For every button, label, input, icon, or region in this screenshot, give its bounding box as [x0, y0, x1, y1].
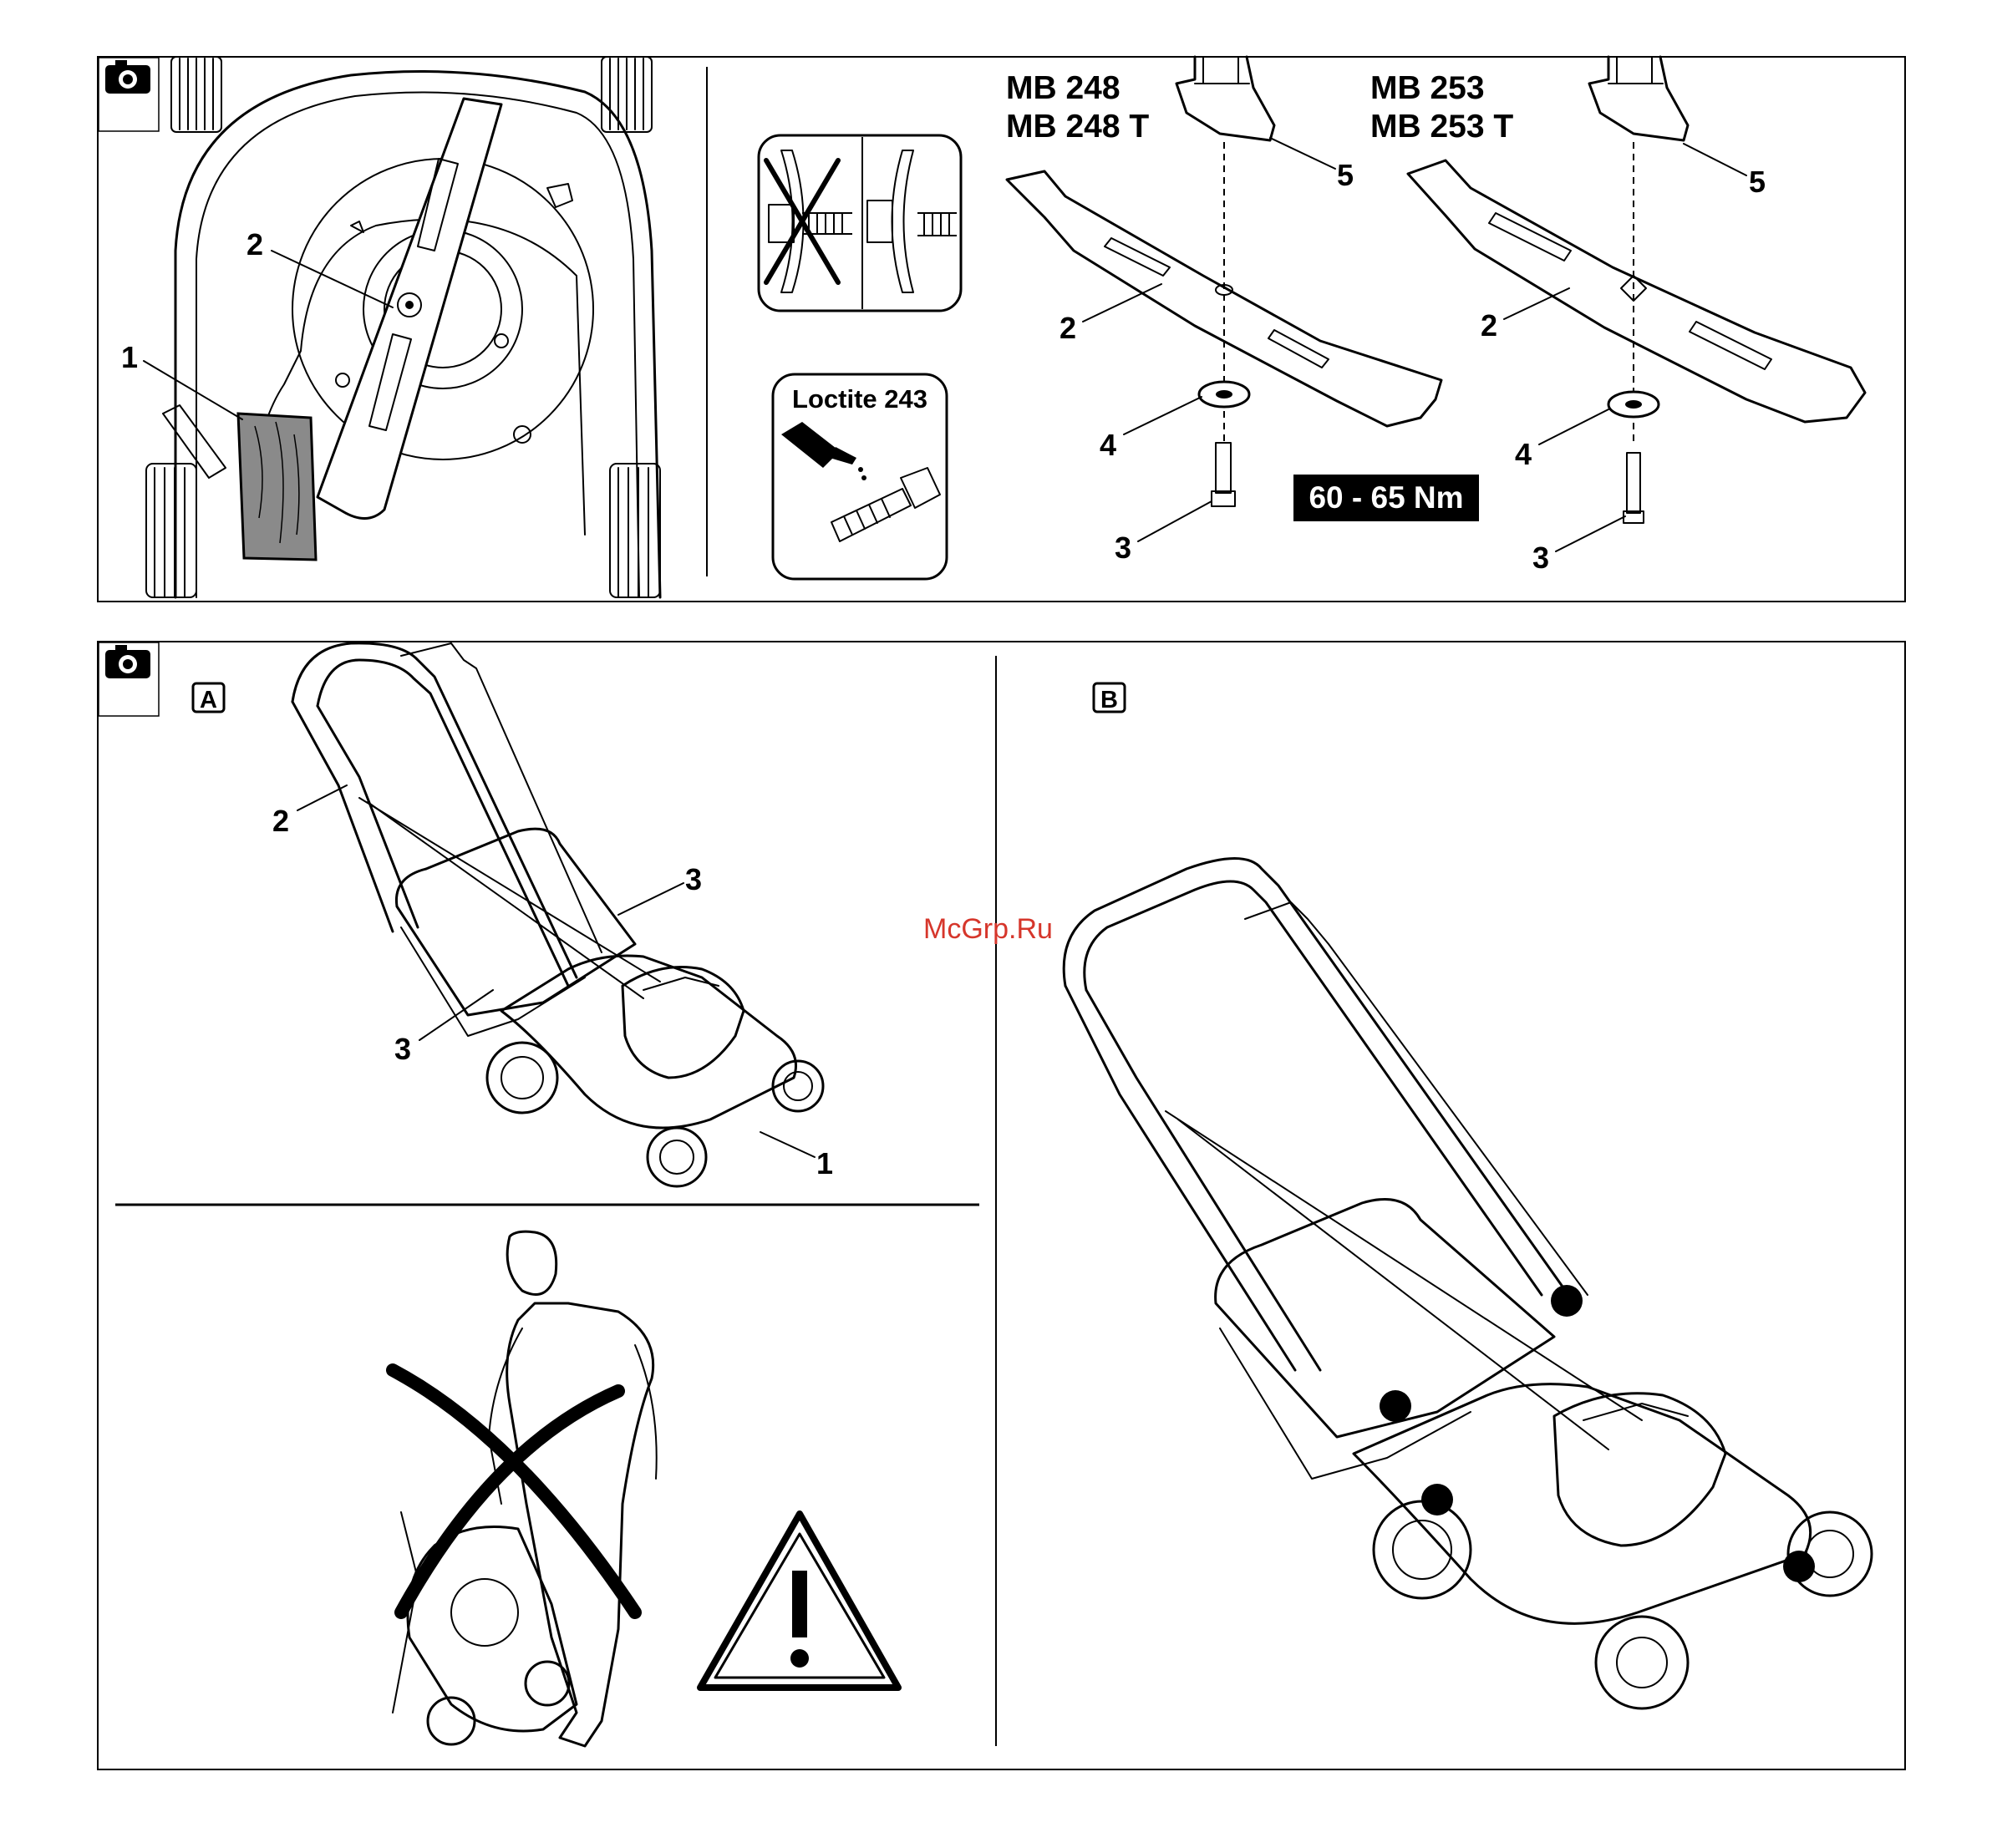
- svg-text:A: A: [200, 687, 217, 713]
- callout-3-bolt-248: 3: [1115, 501, 1212, 565]
- warning-triangle-icon: [700, 1514, 898, 1688]
- wheel-rear-right: [602, 57, 652, 132]
- wheel-front-right: [610, 464, 660, 597]
- callout-a-3-clamp-lower: 3: [394, 990, 493, 1066]
- callout-2-blade-248: 2: [1060, 284, 1161, 345]
- svg-text:3: 3: [1532, 541, 1549, 575]
- blade-mb253: [1408, 160, 1865, 422]
- hub-mb253: [1589, 57, 1688, 140]
- model-mb253-labels: MB 253 MB 253 T: [1370, 70, 1513, 145]
- section-b-marker: B: [1094, 683, 1125, 713]
- handle-clamp-point-front: [1783, 1551, 1815, 1582]
- panel-top: 1 2: [98, 57, 1905, 602]
- loctite-panel: Loctite 243: [773, 374, 947, 579]
- callout-3-bolt-253: 3: [1532, 516, 1625, 575]
- wheel-front-left: [146, 464, 196, 597]
- mower-illustration-b: [1064, 859, 1872, 1709]
- svg-text:1: 1: [816, 1146, 833, 1180]
- callout-5-hub-253: 5: [1684, 144, 1766, 199]
- svg-text:2: 2: [272, 804, 289, 838]
- svg-text:MB 253 T: MB 253 T: [1370, 109, 1513, 145]
- svg-text:1: 1: [121, 340, 138, 374]
- svg-text:3: 3: [394, 1032, 411, 1066]
- svg-text:2: 2: [1481, 308, 1497, 343]
- svg-text:5: 5: [1337, 158, 1354, 192]
- svg-text:2: 2: [1060, 311, 1076, 345]
- svg-text:4: 4: [1515, 437, 1532, 471]
- washer-mb253: [1608, 392, 1659, 417]
- camera-icon: [99, 58, 159, 131]
- bolt-mb253: [1624, 453, 1644, 523]
- loctite-label: Loctite 243: [792, 384, 927, 414]
- svg-text:60 - 65 Nm: 60 - 65 Nm: [1309, 480, 1463, 515]
- camera-icon: [99, 642, 159, 716]
- callout-2-blade-253: 2: [1481, 288, 1569, 343]
- callout-4-washer-248: 4: [1100, 397, 1202, 462]
- section-a-marker: A: [193, 683, 224, 713]
- blade-orientation-symbol: [759, 135, 961, 311]
- mower-illustration-a: [292, 643, 823, 1186]
- svg-text:B: B: [1100, 687, 1118, 713]
- callout-a-3-clamp-upper: 3: [618, 862, 702, 915]
- svg-text:4: 4: [1100, 428, 1116, 462]
- bolt-mb248: [1212, 443, 1235, 506]
- svg-text:2: 2: [246, 227, 263, 261]
- svg-text:3: 3: [685, 862, 702, 896]
- person-lifting-mower-illustration: [393, 1231, 657, 1746]
- callout-a-1-deck: 1: [760, 1132, 833, 1180]
- svg-text:MB 248 T: MB 248 T: [1006, 109, 1149, 145]
- model-mb248-labels: MB 248 MB 248 T: [1006, 70, 1149, 145]
- callout-4-washer-253: 4: [1515, 409, 1608, 471]
- wheel-rear-left: [171, 57, 221, 132]
- panel-bottom: A B 1: [98, 642, 1905, 1769]
- svg-text:MB 248: MB 248: [1006, 70, 1120, 106]
- svg-text:MB 253: MB 253: [1370, 70, 1485, 106]
- mower-underside-illustration: [146, 57, 660, 597]
- prohibited-cross-icon: [393, 1370, 635, 1612]
- callout-2-blade-under: 2: [246, 227, 393, 307]
- hub-mb248: [1176, 57, 1274, 140]
- torque-badge: 60 - 65 Nm: [1293, 475, 1479, 521]
- protective-cloth: [238, 414, 316, 560]
- callout-a-2-handle-knob: 2: [272, 785, 347, 838]
- handle-clamp-point-lower-left: [1421, 1484, 1453, 1515]
- washer-mb248: [1199, 382, 1249, 407]
- watermark: McGrp.Ru: [923, 913, 1053, 945]
- svg-text:5: 5: [1749, 165, 1766, 199]
- handle-clamp-point-left: [1380, 1390, 1411, 1422]
- svg-text:3: 3: [1115, 531, 1131, 565]
- callout-5-hub-248: 5: [1270, 138, 1354, 192]
- handle-clamp-point-upper-right: [1551, 1285, 1583, 1317]
